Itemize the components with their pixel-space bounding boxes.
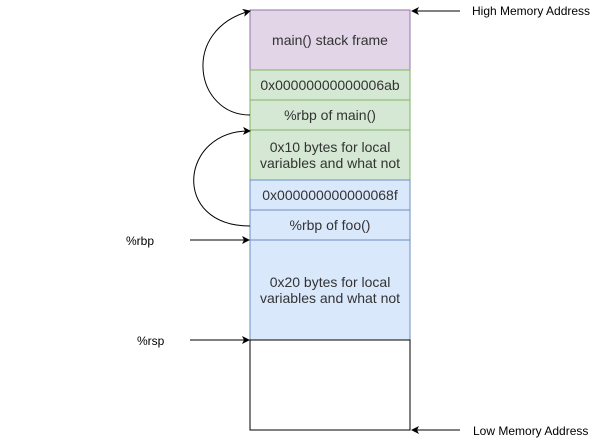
stack-cell-empty-space (249, 339, 411, 431)
stack-cell-main-frame-text: main() stack frame (272, 32, 388, 48)
high-memory-label: High Memory Address (472, 4, 590, 18)
stack-cell-foo-saved-rbp-text: %rbp of foo() (290, 217, 371, 233)
low-memory-label: Low Memory Address (473, 424, 588, 438)
rbp-register-label: %rbp (126, 234, 154, 248)
stack-cell-main-saved-rbp-text: %rbp of main() (284, 107, 376, 123)
stack-cell-main-return-address-text: 0x00000000000006ab (260, 77, 400, 93)
stack-cell-foo-locals-text: variables and what not (260, 290, 400, 306)
stack-cell-main-locals-text: variables and what not (260, 155, 400, 171)
stack-cell-foo-locals-text: 0x20 bytes for local (270, 274, 391, 290)
rsp-register-label: %rsp (137, 334, 165, 348)
stack-cell-main-frame (249, 9, 411, 71)
stack-cell-foo-return-address-text: 0x000000000000068f (262, 187, 398, 203)
stack-cell-main-saved-rbp (249, 99, 411, 131)
stack-cell-foo-saved-rbp (249, 209, 411, 241)
foo-rbp-chain-arrow (193, 126, 251, 227)
stack-cell-main-locals (249, 129, 411, 181)
main-rbp-chain-arrow (202, 8, 251, 116)
stack-cell-main-locals-text: 0x10 bytes for local (270, 139, 391, 155)
stack-cell-main-return-address (249, 69, 411, 101)
stack-cells: main() stack frame 0x00000000000006ab %rbp… (249, 9, 411, 431)
